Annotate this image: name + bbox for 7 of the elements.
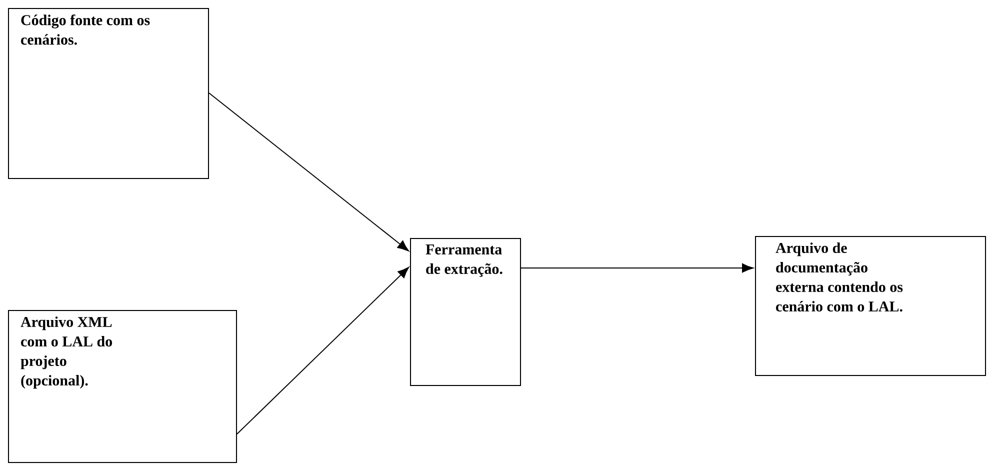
arrow — [208, 92, 409, 252]
text-box: Arquivo de documentação externa contendo os cenário com o LAL. — [755, 236, 986, 376]
arrow — [520, 263, 754, 273]
text-box: Arquivo XML com o LAL do projeto (opcional). — [8, 310, 237, 463]
text-box: Código fonte com os cenários. — [8, 8, 209, 179]
text-box: Ferramenta de extração. — [410, 238, 521, 386]
arrow — [236, 266, 410, 434]
